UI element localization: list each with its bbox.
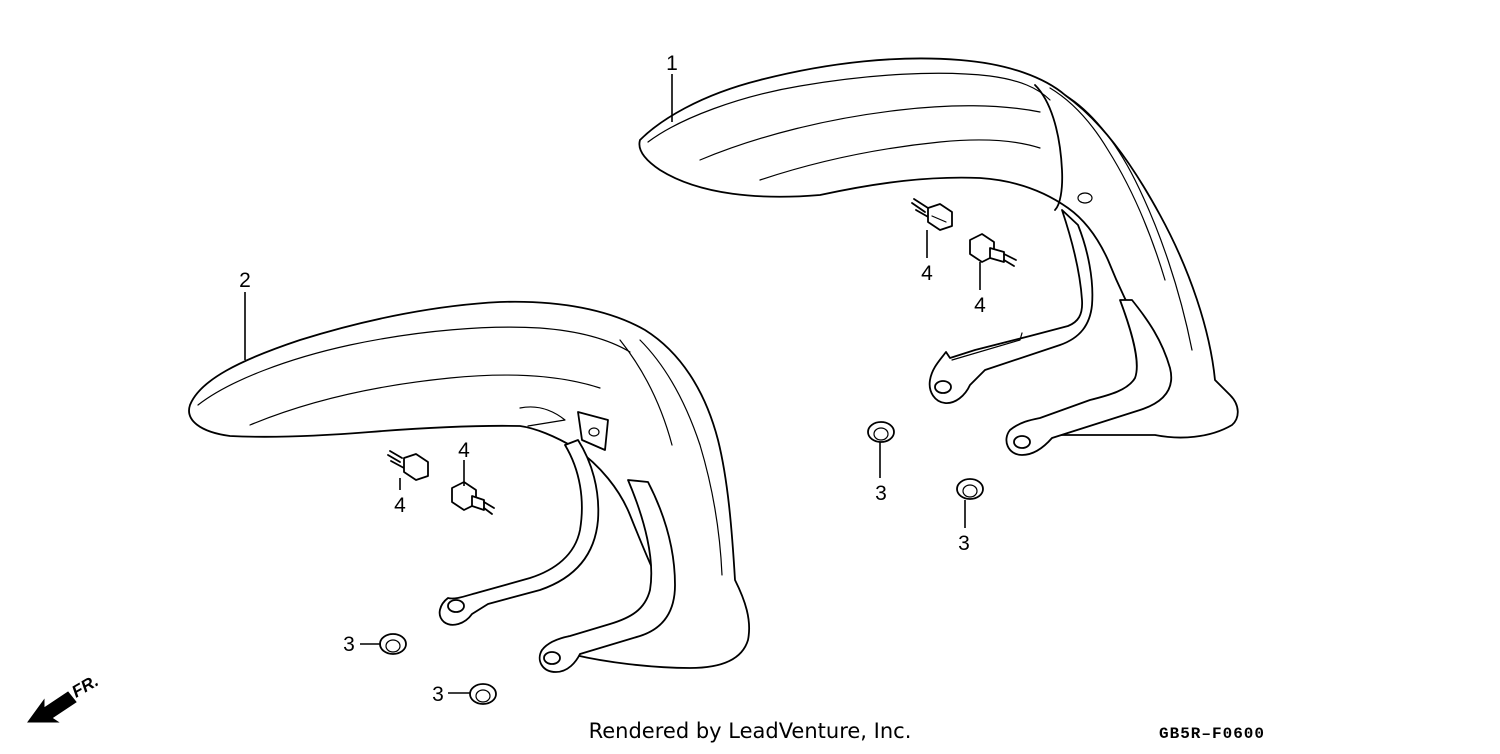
nut-part-3a[interactable] [867, 421, 895, 443]
credit-text: Rendered by LeadVenture, Inc. [589, 719, 912, 743]
fender-part-1[interactable] [638, 57, 1239, 456]
callout-part-4b: 4 [974, 294, 986, 317]
callout-part-3c: 3 [343, 633, 355, 656]
bolt-part-4c[interactable] [387, 450, 429, 481]
callout-part-4a: 4 [921, 262, 933, 285]
nut-part-3b[interactable] [956, 478, 984, 500]
bolt-part-4b[interactable] [969, 233, 1017, 267]
callout-part-1: 1 [666, 52, 678, 75]
arrow-down-left-icon [27, 691, 77, 723]
callout-part-4c: 4 [394, 494, 406, 517]
bolt-part-4a[interactable] [911, 198, 953, 231]
diagram-code: GB5R–F0600 [1159, 725, 1265, 743]
callout-part-4d: 4 [458, 439, 470, 462]
nut-part-3d[interactable] [469, 683, 497, 705]
callout-part-3b: 3 [958, 532, 970, 555]
bolt-part-4d[interactable] [451, 481, 495, 515]
front-label: FR. [69, 671, 102, 701]
callout-part-3a: 3 [875, 482, 887, 505]
fender-part-2[interactable] [188, 300, 750, 673]
callout-part-3d: 3 [432, 683, 444, 706]
nut-part-3c[interactable] [379, 633, 407, 655]
callout-part-2: 2 [239, 269, 251, 292]
